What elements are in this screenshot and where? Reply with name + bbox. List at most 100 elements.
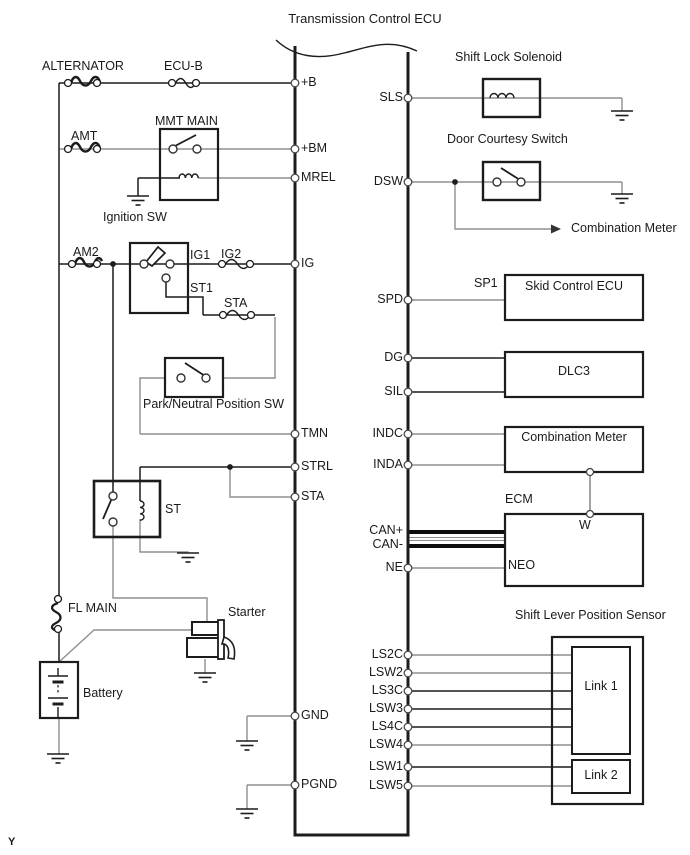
corner-label: Y — [8, 835, 16, 848]
pin-label-sls: SLS — [379, 90, 403, 105]
amt-fusible-link-icon — [69, 141, 102, 153]
pin-label-dg: DG — [384, 350, 403, 365]
ig2-fuse-label: IG2 — [221, 247, 242, 262]
door-courtesy-switch-box — [481, 160, 542, 202]
pin-label-strl: STRL — [301, 459, 333, 474]
meter-ecm-connector — [585, 467, 595, 519]
component-boxes — [38, 77, 645, 806]
park-neutral-sw-label: Park/Neutral Position SW — [143, 397, 285, 412]
shift-lever-position-sensor-label: Shift Lever Position Sensor — [515, 608, 666, 623]
pin-label-can-plus: CAN+ — [369, 523, 403, 538]
combination-meter-label: Combination Meter — [521, 430, 627, 445]
battery-box — [38, 660, 80, 720]
combination-meter-branch-label: Combination Meter — [571, 221, 677, 236]
pin-label-indc: INDC — [372, 426, 403, 441]
pin-label-sta: STA — [301, 489, 325, 504]
pin-label-ls3c: LS3C — [371, 683, 403, 698]
pin-label-tmn: TMN — [301, 426, 329, 441]
link1-box — [571, 646, 631, 755]
st-switch-blade — [102, 497, 113, 520]
diagram-title: Transmission Control ECU — [288, 10, 442, 26]
mmt-relay-coil-icon — [178, 173, 199, 179]
mmt-main-relay-label: MMT MAIN — [155, 114, 218, 129]
fuse-symbols — [50, 75, 256, 634]
ig1-terminal-label: IG1 — [190, 248, 211, 263]
ecu-b-fuse-label: ECU-B — [164, 59, 203, 74]
battery-label: Battery — [83, 686, 123, 701]
pin-label-sil: SIL — [384, 384, 403, 399]
door-courtesy-switch-blade — [500, 167, 521, 181]
st-relay-label: ST — [165, 502, 181, 517]
amt-fuse-label: AMT — [71, 129, 98, 144]
ecm-neo-terminal-label: NEO — [508, 558, 536, 573]
pin-label-ls2c: LS2C — [371, 647, 403, 662]
ig2-fuse-icon — [224, 258, 251, 270]
skid-control-ecu-label: Skid Control ECU — [525, 279, 623, 294]
pin-label-dsw: DSW — [373, 174, 403, 189]
coil-symbols — [139, 92, 515, 521]
link1-label: Link 1 — [584, 679, 618, 694]
mmt-main-relay-box — [158, 127, 220, 202]
fl-main-fusible-link-icon — [50, 601, 62, 633]
left-pin-circles — [290, 78, 300, 790]
dlc3-box — [503, 350, 645, 399]
link2-label: Link 2 — [584, 768, 618, 783]
pin-label-lsw3: LSW3 — [368, 701, 403, 716]
shift-lock-coil-icon — [489, 92, 515, 99]
pin-label-mrel: MREL — [301, 170, 336, 185]
pin-label-ne: NE — [385, 560, 403, 575]
alternator-fuse-label: ALTERNATOR — [42, 59, 124, 74]
switch-symbols — [102, 134, 526, 527]
st-relay-coil-icon — [139, 500, 145, 521]
shift-lever-position-sensor-box — [550, 635, 645, 806]
ecm-label: ECM — [505, 492, 533, 507]
skid-control-ecu-box — [503, 273, 645, 322]
arrow-right-icon — [551, 224, 561, 234]
fl-main-fuse-label: FL MAIN — [68, 601, 117, 616]
pin-label-lsw5: LSW5 — [368, 778, 403, 793]
sp1-terminal-label: SP1 — [474, 276, 498, 291]
pin-label-spd: SPD — [377, 292, 403, 307]
am2-fuse-icon — [73, 256, 104, 268]
park-neutral-sw-box — [163, 356, 225, 399]
pin-label-ls4c: LS4C — [371, 719, 403, 734]
combination-meter-box — [503, 425, 645, 474]
pin-label-plus-b: +B — [301, 75, 317, 90]
ignition-sw-label: Ignition SW — [103, 210, 167, 225]
starter-symbol — [186, 619, 236, 660]
right-pin-circles — [403, 93, 413, 791]
sta-fuse-label: STA — [224, 296, 248, 311]
pin-label-lsw1: LSW1 — [368, 759, 403, 774]
ignition-sw-box — [128, 241, 190, 315]
mmt-switch-blade — [174, 134, 197, 147]
st1-terminal-label: ST1 — [190, 281, 213, 296]
shift-lock-solenoid-label: Shift Lock Solenoid — [455, 50, 563, 65]
pin-label-inda: INDA — [373, 457, 403, 472]
pin-label-ig: IG — [301, 256, 315, 271]
link2-box — [571, 759, 631, 794]
junction-dots — [110, 179, 458, 470]
battery-symbol — [48, 668, 68, 718]
pin-label-pgnd: PGND — [301, 777, 338, 792]
can-bus-lines — [408, 530, 505, 548]
dlc3-label: DLC3 — [558, 364, 590, 379]
alternator-fusible-link-icon — [69, 75, 102, 87]
starter-label: Starter — [228, 605, 266, 620]
st-relay-box — [92, 479, 162, 539]
sta-fuse-icon — [225, 309, 252, 321]
pin-label-lsw4: LSW4 — [368, 737, 403, 752]
am2-fuse-label: AM2 — [73, 245, 99, 260]
ecu-b-fuse-icon — [174, 77, 197, 89]
pin-label-lsw2: LSW2 — [368, 665, 403, 680]
ecm-box — [503, 512, 645, 588]
ecm-w-terminal-label: W — [579, 518, 591, 533]
pin-label-gnd: GND — [301, 708, 329, 723]
shift-lock-solenoid-box — [481, 77, 542, 119]
pin-label-plus-bm: +BM — [301, 141, 328, 156]
pnp-switch-blade — [184, 362, 206, 377]
ignition-key-icon — [144, 245, 167, 268]
pin-label-can-minus: CAN- — [372, 537, 403, 552]
ecu-torn-edge — [275, 39, 418, 58]
